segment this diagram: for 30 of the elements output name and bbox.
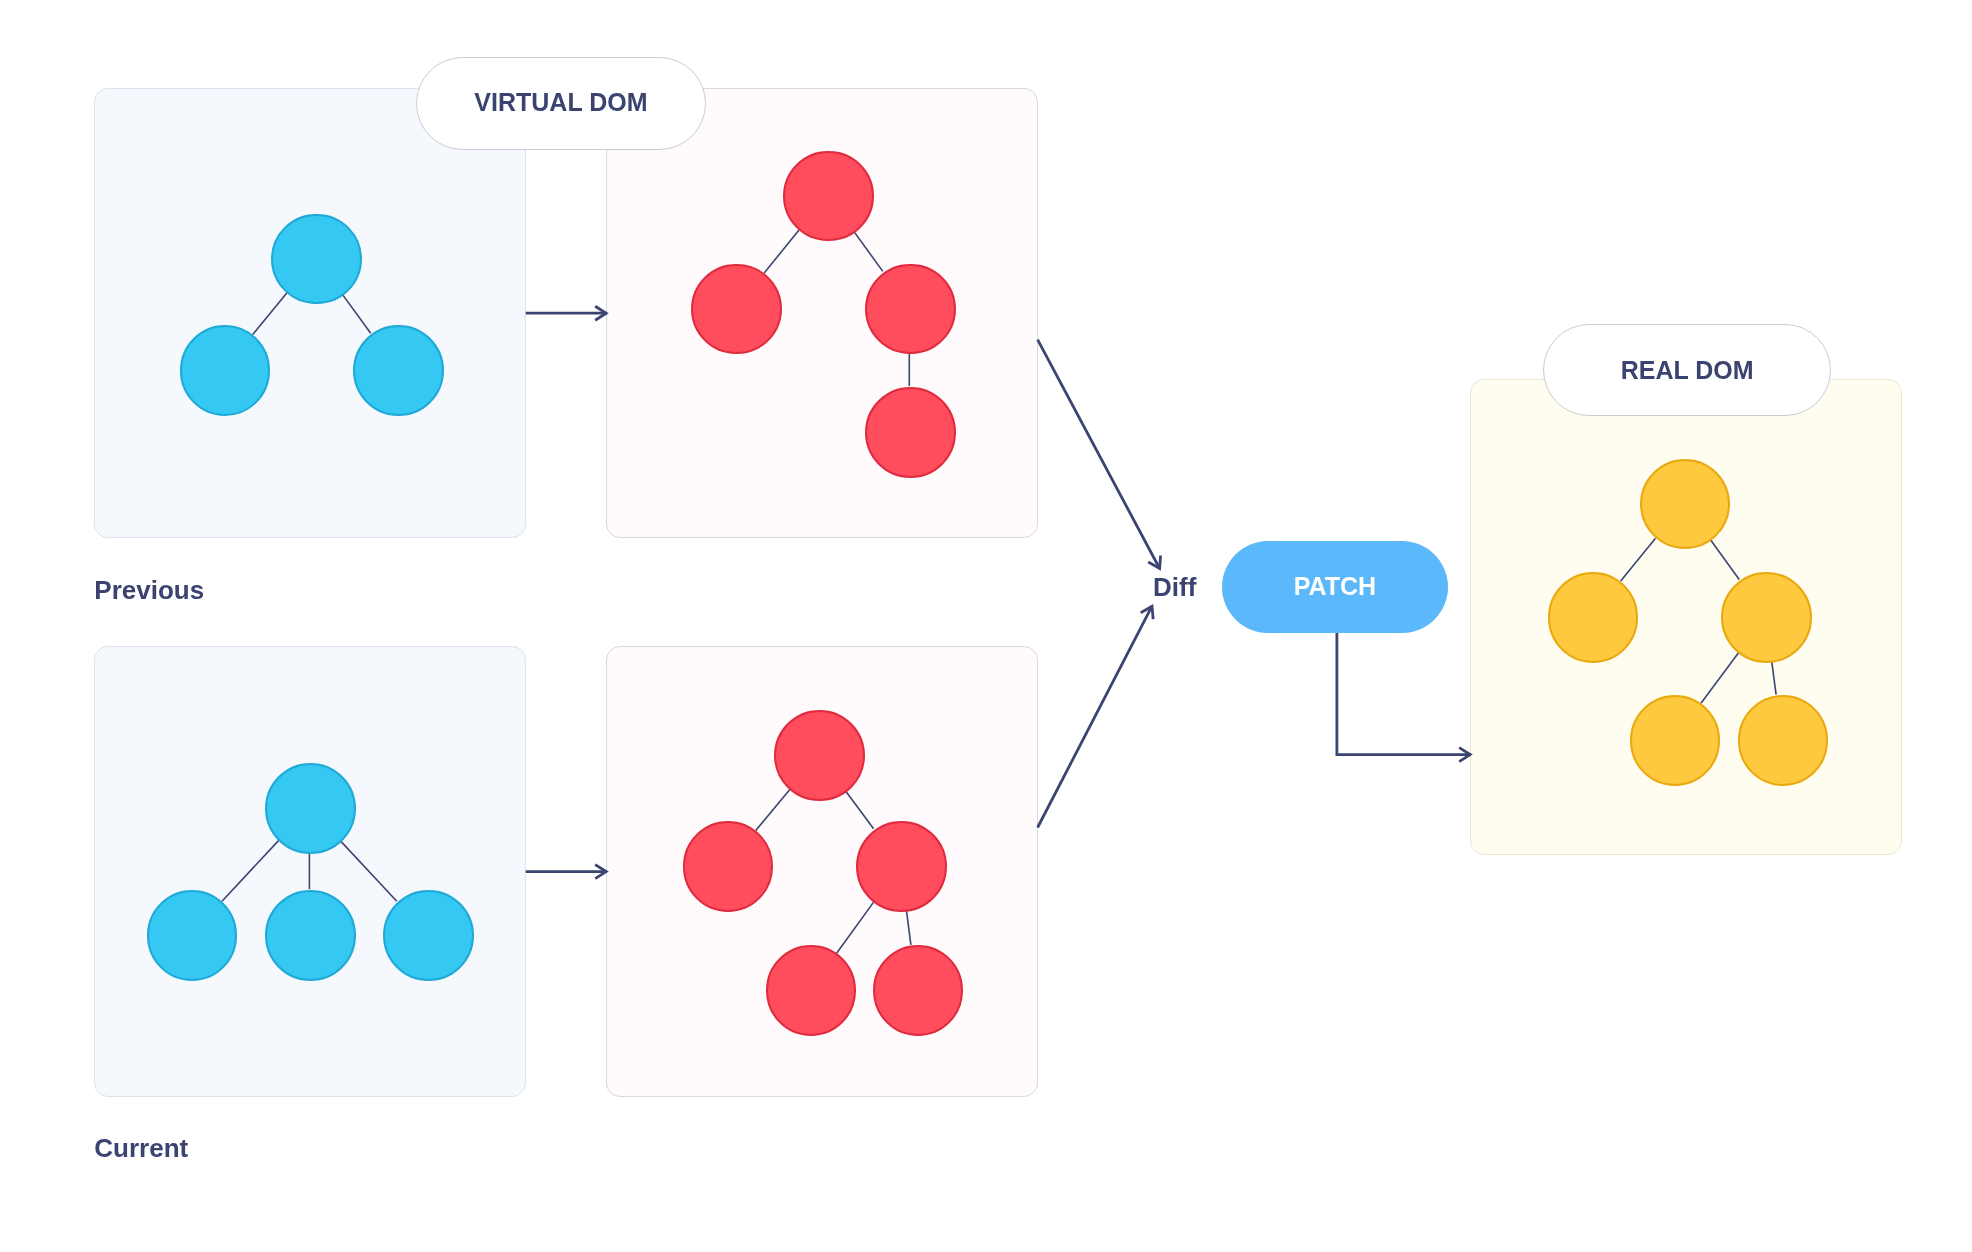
tree-panel [606, 646, 1038, 1097]
diff-label: Diff [1139, 568, 1210, 607]
tree-panel [1470, 378, 1902, 856]
arrow [525, 863, 608, 880]
arrow [1036, 338, 1162, 570]
arrow [1036, 604, 1155, 829]
section-pill: VIRTUAL DOM [416, 56, 706, 150]
connector-line [844, 790, 875, 830]
panel-caption: Current [94, 1132, 189, 1166]
connector-line [1619, 537, 1657, 582]
connector-line [853, 230, 884, 273]
connector-line [763, 229, 800, 274]
tree-panel [94, 646, 526, 1097]
arrow [1335, 632, 1472, 763]
patch-pill: PATCH [1222, 540, 1448, 633]
connector-line [1770, 660, 1777, 696]
section-pill: REAL DOM [1543, 324, 1832, 417]
connector-line [908, 352, 911, 387]
connector-line [341, 293, 372, 334]
connector-line [905, 909, 912, 946]
connector-line [308, 851, 311, 890]
connector-line [835, 901, 875, 954]
connector-line [1700, 651, 1740, 704]
connector-line [251, 292, 288, 336]
connector-line [1709, 539, 1740, 581]
arrow [525, 304, 608, 322]
connector-line [221, 839, 280, 903]
panel-caption: Previous [94, 573, 205, 607]
connector-line [755, 788, 791, 832]
connector-line [339, 839, 398, 903]
